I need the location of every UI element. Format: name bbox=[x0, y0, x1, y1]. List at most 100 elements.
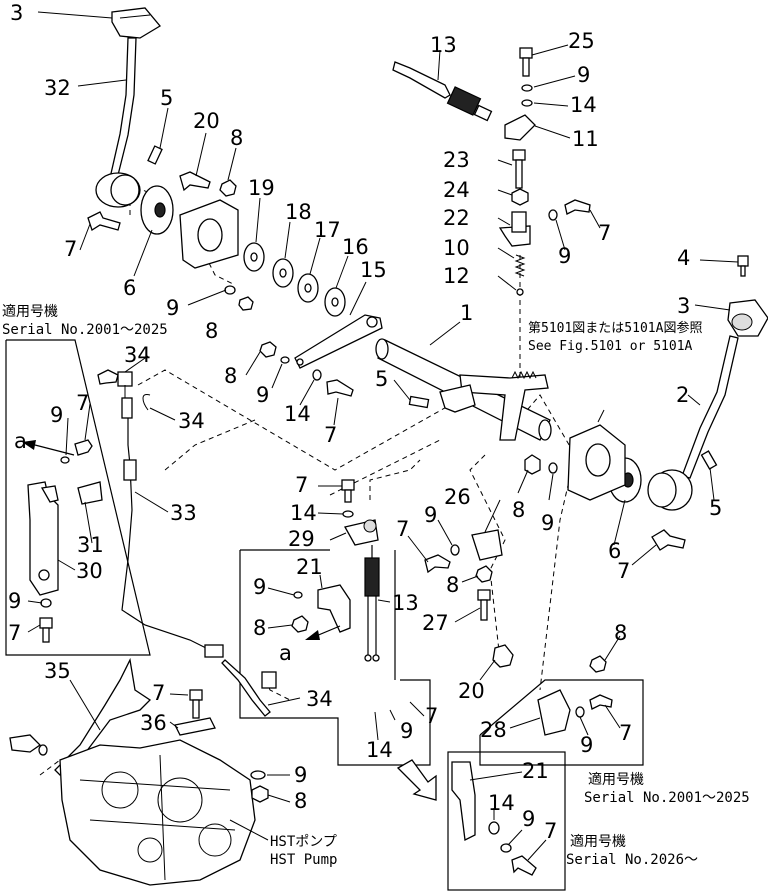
bracket-21 bbox=[317, 584, 351, 633]
hst-pump bbox=[9, 657, 277, 886]
dashed-connectors bbox=[39, 184, 576, 776]
lever-rod-right bbox=[681, 335, 739, 479]
see-fig-en: See Fig.5101 or 5101A bbox=[528, 339, 693, 354]
callout-35: 35 bbox=[44, 659, 71, 683]
callout-33: 33 bbox=[170, 501, 197, 525]
callout-2: 2 bbox=[676, 383, 689, 407]
bracket-28 bbox=[537, 689, 571, 736]
lever-knob bbox=[111, 7, 161, 39]
callout-26: 26 bbox=[444, 485, 471, 509]
inset-frames bbox=[5, 339, 644, 891]
callout-34: 34 bbox=[124, 343, 151, 367]
callout-23: 23 bbox=[443, 148, 470, 172]
callout-14: 14 bbox=[366, 738, 393, 762]
callout-12: 12 bbox=[443, 264, 470, 288]
callout-9: 9 bbox=[294, 763, 307, 787]
callout-36: 36 bbox=[140, 711, 167, 735]
callout-7: 7 bbox=[544, 819, 557, 843]
callout-21: 21 bbox=[296, 555, 323, 579]
callout-25: 25 bbox=[568, 29, 595, 53]
callout-a: a bbox=[279, 641, 292, 665]
callout-9: 9 bbox=[256, 383, 269, 407]
callout-9: 9 bbox=[424, 503, 437, 527]
callout-9: 9 bbox=[522, 807, 535, 831]
callout-9: 9 bbox=[8, 589, 21, 613]
callout-31: 31 bbox=[77, 533, 104, 557]
callout-9: 9 bbox=[558, 244, 571, 268]
callout-7: 7 bbox=[619, 721, 632, 745]
lever-assembly-right bbox=[524, 255, 768, 551]
callout-14: 14 bbox=[570, 93, 597, 117]
serial-notes: 適用号機 Serial No.2001～2025 第5101図または5101A図… bbox=[2, 303, 750, 868]
arm-15 bbox=[294, 314, 383, 369]
callout-5: 5 bbox=[160, 86, 173, 110]
callout-32: 32 bbox=[44, 76, 71, 100]
callout-8: 8 bbox=[512, 498, 525, 522]
callout-34: 34 bbox=[178, 409, 205, 433]
callout-a: a bbox=[14, 429, 27, 453]
callout-13: 13 bbox=[430, 33, 457, 57]
callout-17: 17 bbox=[314, 218, 341, 242]
callout-7: 7 bbox=[598, 221, 611, 245]
callout-8: 8 bbox=[230, 126, 243, 150]
serial-label-3: Serial No.2026～ bbox=[566, 852, 698, 868]
serial-label-2: Serial No.2001～2025 bbox=[584, 790, 750, 806]
bracket-36 bbox=[174, 717, 216, 736]
callout-7: 7 bbox=[152, 681, 165, 705]
callout-15: 15 bbox=[360, 258, 387, 282]
bracket-30 bbox=[27, 481, 59, 596]
callout-10: 10 bbox=[443, 236, 470, 260]
shaft-assembly bbox=[259, 314, 552, 441]
callout-7: 7 bbox=[8, 621, 21, 645]
applicable-label-1: 適用号機 bbox=[2, 303, 58, 320]
pump-body bbox=[59, 739, 256, 886]
callout-3: 3 bbox=[10, 1, 23, 25]
callout-24: 24 bbox=[443, 178, 470, 202]
callout-30: 30 bbox=[76, 559, 103, 583]
cable-13-top bbox=[392, 61, 451, 99]
bottom-inset-parts bbox=[396, 759, 537, 876]
callout-5: 5 bbox=[709, 496, 722, 520]
callout-19: 19 bbox=[248, 176, 275, 200]
center-parts bbox=[291, 479, 613, 736]
left-inset-parts bbox=[22, 369, 271, 717]
callout-16: 16 bbox=[342, 235, 369, 259]
callout-4: 4 bbox=[677, 246, 690, 270]
callout-9: 9 bbox=[580, 733, 593, 757]
callout-numbers: 3 32 5 20 8 19 18 17 16 7 6 9 8 15 1 8 9… bbox=[8, 1, 722, 843]
callout-9: 9 bbox=[541, 511, 554, 535]
callout-8: 8 bbox=[294, 789, 307, 813]
callout-14: 14 bbox=[284, 402, 311, 426]
callout-11: 11 bbox=[572, 127, 599, 151]
callout-14: 14 bbox=[488, 791, 515, 815]
callout-7: 7 bbox=[64, 237, 77, 261]
callout-29: 29 bbox=[288, 527, 315, 551]
callout-13: 13 bbox=[392, 591, 419, 615]
applicable-label-2: 適用号機 bbox=[588, 771, 644, 788]
cable-13-center bbox=[364, 557, 380, 597]
callout-9: 9 bbox=[400, 719, 413, 743]
callout-5: 5 bbox=[375, 367, 388, 391]
bracket-26 bbox=[471, 529, 503, 561]
cable-33 bbox=[121, 418, 211, 651]
callout-8: 8 bbox=[253, 616, 266, 640]
callout-8: 8 bbox=[224, 364, 237, 388]
lever-rod bbox=[109, 37, 137, 180]
callout-28: 28 bbox=[480, 718, 507, 742]
callout-20: 20 bbox=[458, 679, 485, 703]
callout-3: 3 bbox=[677, 294, 690, 318]
callout-7: 7 bbox=[425, 704, 438, 728]
leader-lines bbox=[27, 11, 739, 861]
callout-14: 14 bbox=[290, 501, 317, 525]
callout-27: 27 bbox=[422, 611, 449, 635]
callout-7: 7 bbox=[617, 559, 630, 583]
callout-7: 7 bbox=[295, 473, 308, 497]
callout-9: 9 bbox=[166, 296, 179, 320]
lever-assembly-left bbox=[87, 7, 346, 317]
callout-9: 9 bbox=[577, 63, 590, 87]
callout-7: 7 bbox=[76, 391, 89, 415]
bracket-31 bbox=[77, 481, 103, 505]
applicable-label-3: 適用号機 bbox=[570, 833, 626, 850]
bracket-21-bottom bbox=[451, 761, 476, 841]
